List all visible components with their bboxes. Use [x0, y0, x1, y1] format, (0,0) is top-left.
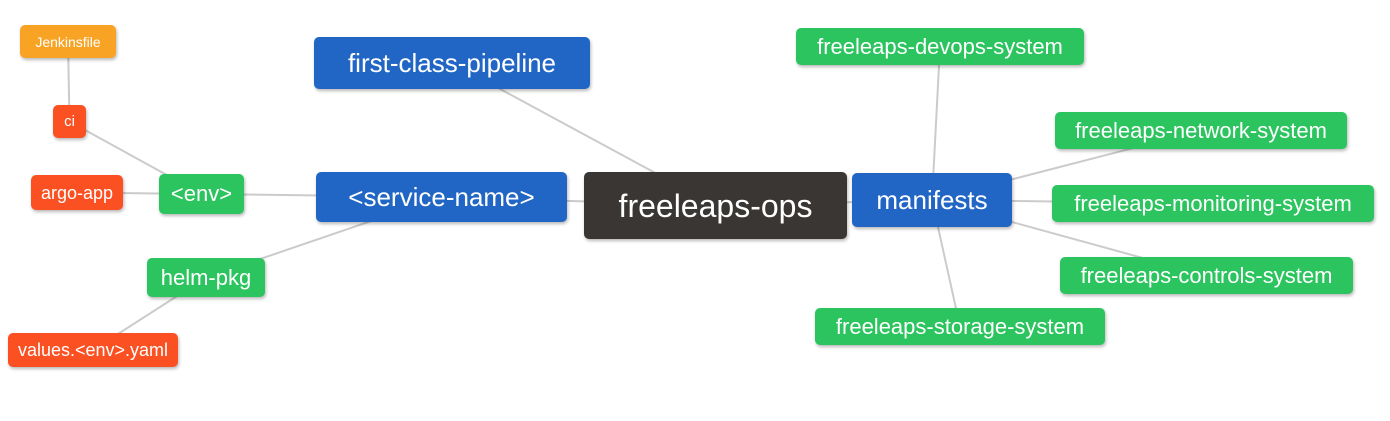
node-label: ci — [64, 113, 75, 130]
node-service-name[interactable]: <service-name> — [316, 172, 567, 222]
node-helm-pkg[interactable]: helm-pkg — [147, 258, 265, 297]
node-label: Jenkinsfile — [35, 33, 101, 50]
node-label: <service-name> — [348, 182, 535, 212]
node-label: freeleaps-controls-system — [1080, 262, 1333, 288]
node-first-class-pipeline[interactable]: first-class-pipeline — [314, 37, 590, 89]
node-argo-app[interactable]: argo-app — [31, 175, 123, 210]
node-label: <env> — [170, 181, 233, 206]
node-label: argo-app — [40, 182, 114, 203]
node-env[interactable]: <env> — [159, 174, 244, 214]
node-label: freeleaps-ops — [618, 187, 813, 224]
node-label: values.<env>.yaml — [17, 340, 169, 360]
node-label: manifests — [876, 185, 988, 215]
node-label: helm-pkg — [160, 264, 252, 290]
node-label: freeleaps-monitoring-system — [1074, 190, 1352, 216]
node-controls-system[interactable]: freeleaps-controls-system — [1060, 257, 1353, 294]
node-jenkinsfile[interactable]: Jenkinsfile — [20, 25, 116, 58]
node-devops-system[interactable]: freeleaps-devops-system — [796, 28, 1084, 65]
node-ci[interactable]: ci — [53, 105, 86, 138]
node-values-env-yaml[interactable]: values.<env>.yaml — [8, 333, 178, 367]
node-manifests[interactable]: manifests — [852, 173, 1012, 227]
node-monitoring-system[interactable]: freeleaps-monitoring-system — [1052, 185, 1374, 222]
node-freeleaps-ops[interactable]: freeleaps-ops — [584, 172, 847, 239]
node-label: freeleaps-devops-system — [817, 33, 1063, 59]
node-label: freeleaps-network-system — [1075, 117, 1327, 143]
node-network-system[interactable]: freeleaps-network-system — [1055, 112, 1347, 149]
node-storage-system[interactable]: freeleaps-storage-system — [815, 308, 1105, 345]
node-label: first-class-pipeline — [347, 48, 557, 78]
node-label: freeleaps-storage-system — [835, 313, 1085, 339]
